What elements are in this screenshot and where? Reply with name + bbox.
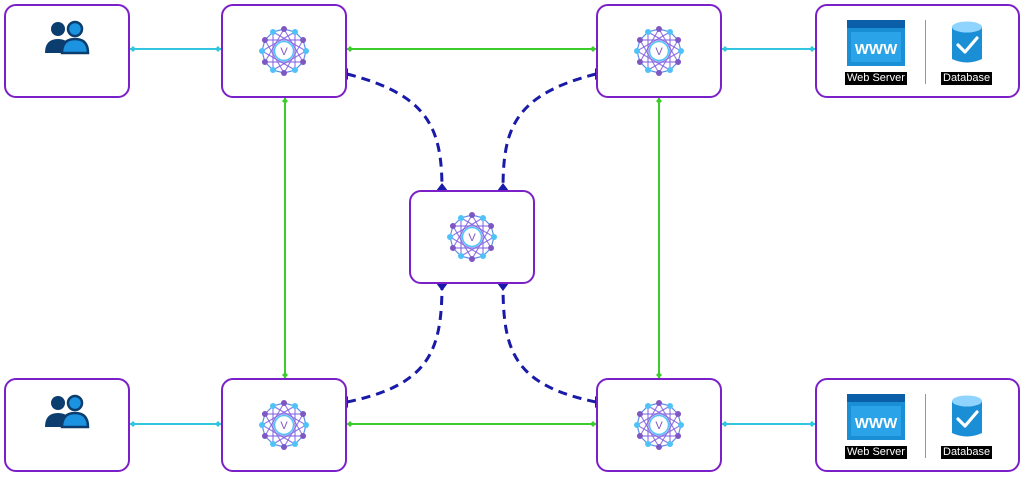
link-dashed (501, 72, 597, 191)
vx-glyph: V (655, 46, 663, 58)
divider (925, 394, 926, 458)
vx-glyph: V (468, 232, 476, 244)
vx-node-bottom-right[interactable]: V (596, 378, 722, 472)
link-dashed (346, 283, 444, 404)
services-node-top[interactable]: WWW Web Server Database (815, 4, 1020, 98)
link-endpoint (215, 46, 221, 52)
link-dashed (501, 283, 597, 404)
link-endpoint (656, 372, 662, 378)
link-endpoint (722, 46, 728, 52)
link-endpoint (590, 421, 596, 427)
vx-node-bottom-left[interactable]: V (221, 378, 347, 472)
link-endpoint (130, 421, 136, 427)
link-endpoint (656, 98, 662, 104)
vx-network-icon: V (444, 209, 500, 265)
users-node-top[interactable] (4, 4, 130, 98)
divider (925, 20, 926, 84)
web-server: WWW Web Server (845, 394, 907, 459)
database: Database (941, 394, 993, 459)
vx-network-icon: V (256, 397, 312, 453)
web-server: WWW Web Server (845, 20, 907, 85)
database-label: Database (941, 446, 993, 459)
web-server-icon: WWW (846, 394, 905, 440)
vx-glyph: V (280, 420, 288, 432)
vx-network-icon: V (256, 23, 312, 79)
web-server-label: Web Server (845, 72, 907, 85)
services-node-bottom[interactable]: WWW Web Server Database (815, 378, 1020, 472)
database-icon (950, 394, 984, 440)
link-arrow (436, 283, 448, 291)
link-endpoint (282, 372, 288, 378)
users-node-bottom[interactable] (4, 378, 130, 472)
link-endpoint (809, 421, 815, 427)
database-label: Database (941, 72, 993, 85)
database-icon (950, 20, 984, 66)
vx-node-top-right[interactable]: V (596, 4, 722, 98)
web-server-icon: WWW (846, 20, 905, 66)
link-endpoint (347, 46, 353, 52)
vx-network-icon: V (631, 397, 687, 453)
users-icon (42, 19, 92, 57)
link-endpoint (215, 421, 221, 427)
web-server-label: Web Server (845, 446, 907, 459)
vx-glyph: V (280, 46, 288, 58)
link-endpoint (282, 98, 288, 104)
database: Database (941, 20, 993, 85)
vx-node-top-left[interactable]: V (221, 4, 347, 98)
vx-node-center[interactable]: V (409, 190, 535, 284)
link-endpoint (130, 46, 136, 52)
link-endpoint (722, 421, 728, 427)
link-arrow (497, 283, 509, 291)
web-banner-text: WWW (855, 415, 898, 432)
vx-network-icon: V (631, 23, 687, 79)
link-endpoint (347, 421, 353, 427)
link-endpoint (590, 46, 596, 52)
link-arrow (497, 183, 509, 191)
link-arrow (436, 183, 448, 191)
link-dashed (346, 72, 444, 191)
users-icon (42, 393, 92, 431)
link-endpoint (809, 46, 815, 52)
vx-glyph: V (655, 420, 663, 432)
web-banner-text: WWW (855, 41, 898, 58)
